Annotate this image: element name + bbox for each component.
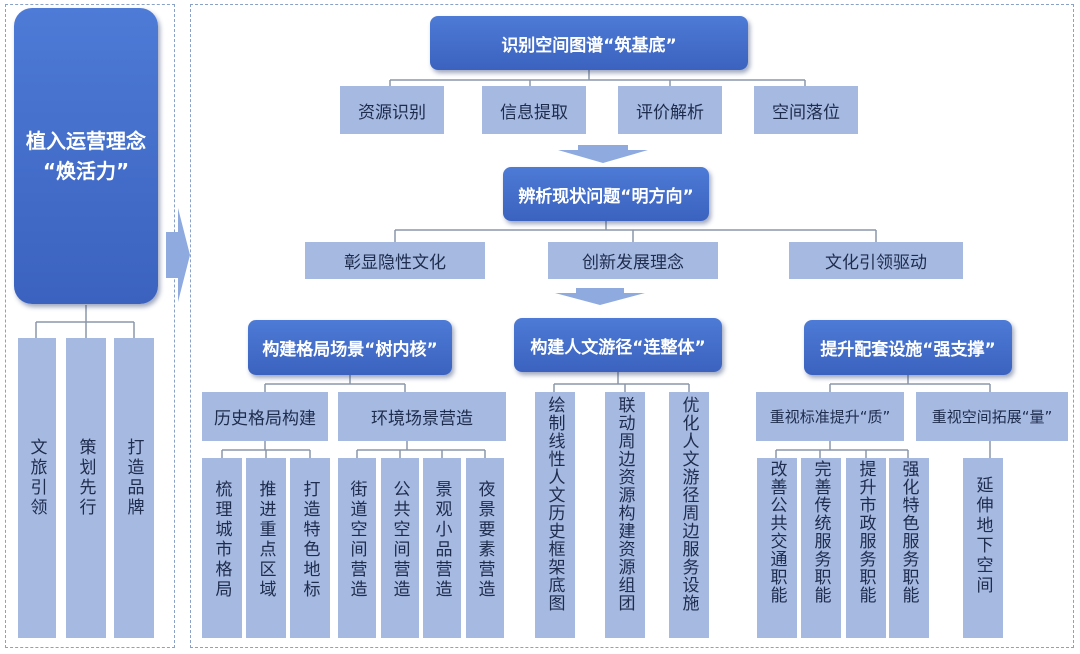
stage1-item-3: 评价解析 [618,86,722,134]
branch-c-group-2: 重视空间拓展“量” [916,392,1068,441]
branch-b-item: 绘制线性人文历史框架底图 [535,392,575,638]
branch-c-group-1: 重视标准提升“质” [756,392,904,441]
branch-c-item: 改善公共交通职能 [757,458,797,638]
branch-a-group-1: 历史格局构建 [202,392,328,441]
left-panel-title: 植入运营理念 “焕活力” [14,8,158,304]
stage2-item-2: 创新发展理念 [548,242,718,279]
branch-a-item: 梳理城市格局 [202,458,242,638]
left-panel-frame [5,4,175,648]
stage1-item-2: 信息提取 [482,86,586,134]
down-arrow-1 [558,145,648,163]
branch-c-item: 延伸地下空间 [963,458,1003,638]
branch-c-item: 强化特色服务职能 [889,458,929,638]
stage1-item-1: 资源识别 [340,86,444,134]
branch-a-title: 构建格局场景“树内核” [248,320,452,375]
stage1-title: 识别空间图谱“筑基底” [430,16,748,70]
branch-b-item: 联动周边资源构建资源组团 [605,392,645,638]
branch-a-group-2: 环境场景营造 [338,392,506,441]
branch-a-item: 打造特色地标 [290,458,330,638]
left-item-1: 文旅引领 [18,338,56,638]
stage2-title: 辨析现状问题“明方向” [503,167,709,221]
main-panel-frame [190,4,1074,648]
left-item-2: 策划先行 [66,338,106,638]
branch-c-title: 提升配套设施“强支撑” [804,320,1012,375]
branch-b-item: 优化人文游径周边服务设施 [669,392,709,638]
branch-c-item: 完善传统服务职能 [801,458,841,638]
branch-c-item: 提升市政服务职能 [846,458,886,638]
stage2-item-3: 文化引领驱动 [789,242,963,279]
down-arrow-2 [555,288,645,305]
right-arrow [166,208,190,302]
stage2-item-1: 彰显隐性文化 [305,242,485,279]
branch-a-item: 街道空间营造 [338,458,376,638]
branch-a-item: 公共空间营造 [381,458,419,638]
left-item-3: 打造品牌 [114,338,154,638]
branch-a-item: 推进重点区域 [246,458,286,638]
branch-b-title: 构建人文游径“连整体” [514,318,722,372]
stage1-item-4: 空间落位 [754,86,858,134]
branch-a-item: 夜景要素营造 [466,458,504,638]
branch-a-item: 景观小品营造 [423,458,461,638]
